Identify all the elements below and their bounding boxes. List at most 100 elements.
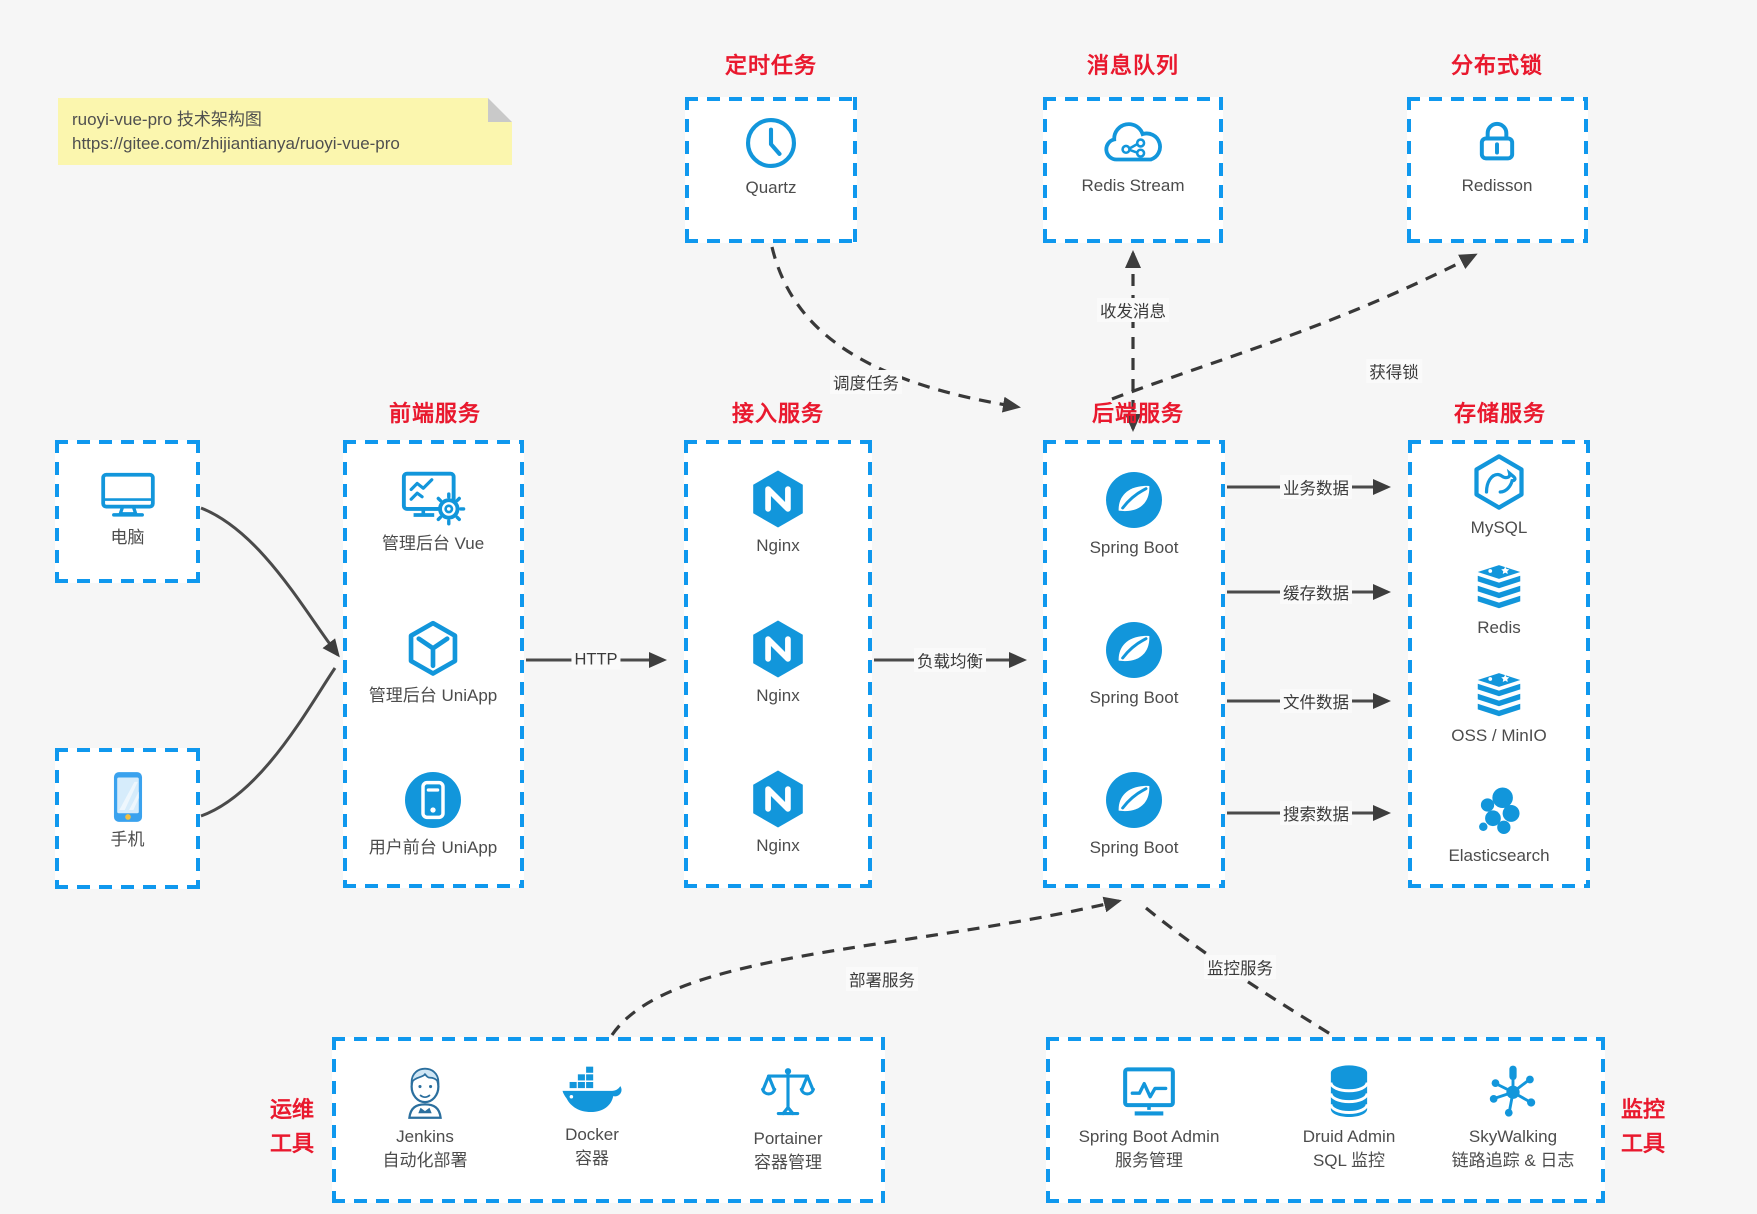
node-quartz: Quartz	[686, 114, 856, 199]
node-spring-2: Spring Boot	[1049, 618, 1219, 709]
title-storage: 存储服务	[1453, 401, 1547, 426]
node-label: OSS / MinIO	[1451, 726, 1547, 745]
title-scheduled-tasks: 定时任务	[724, 53, 818, 78]
node-druid-admin: Druid Admin SQL 监控	[1249, 1062, 1449, 1173]
portainer-icon	[759, 1064, 817, 1122]
node-portainer: Portainer 容器管理	[693, 1064, 883, 1175]
node-label-name: Jenkins	[396, 1127, 454, 1146]
druid-icon	[1322, 1062, 1376, 1120]
monitor-tools-panel	[1046, 1037, 1605, 1203]
node-label-name: Portainer	[753, 1129, 823, 1148]
title-message-queue: 消息队列	[1086, 53, 1180, 78]
docker-icon	[559, 1066, 625, 1118]
node-label-desc: 服务管理	[1115, 1151, 1183, 1170]
node-label: 手机	[110, 830, 145, 849]
spring-icon	[1102, 768, 1166, 832]
node-mysql: MySQL	[1414, 452, 1584, 539]
node-label: 电脑	[110, 528, 145, 547]
mysql-icon	[1469, 452, 1529, 512]
edge-label-search-data: 搜索数据	[1280, 801, 1352, 825]
node-label-desc: 链路追踪 & 日志	[1451, 1151, 1575, 1170]
node-label: 管理后台 UniApp	[368, 686, 498, 705]
desktop-icon	[97, 470, 159, 522]
edge-label-lock: 获得锁	[1366, 359, 1422, 383]
node-label: Spring Boot	[1089, 688, 1179, 707]
uniapp-cube-icon	[402, 618, 464, 680]
nginx-icon	[748, 618, 808, 680]
sba-icon	[1118, 1064, 1180, 1120]
label-ops-tools: 运维 工具	[261, 1093, 323, 1161]
edge-label-load-balance: 负载均衡	[914, 648, 986, 672]
storage-stack-icon	[1469, 670, 1529, 720]
node-label-desc: 容器管理	[754, 1153, 822, 1172]
clock-icon	[742, 114, 800, 172]
node-label: 用户前台 UniApp	[368, 838, 498, 857]
node-admin-vue: 管理后台 Vue	[348, 468, 518, 555]
edge-pc-to-frontend	[200, 506, 340, 658]
node-pc: 电脑	[55, 470, 200, 549]
edge-label-message: 收发消息	[1097, 298, 1169, 322]
label-monitor-line1: 监控	[1620, 1097, 1665, 1122]
lock-icon	[1469, 114, 1525, 170]
node-label: Elasticsearch	[1448, 846, 1550, 865]
node-nginx-3: Nginx	[693, 768, 863, 857]
node-label: Redisson	[1461, 176, 1533, 195]
edge-label-http: HTTP	[571, 650, 621, 670]
admin-vue-icon	[399, 468, 467, 528]
node-label: 管理后台 Vue	[381, 534, 485, 553]
node-redisson: Redisson	[1412, 114, 1582, 197]
sticky-note: ruoyi-vue-pro 技术架构图 https://gitee.com/zh…	[58, 98, 512, 165]
node-nginx-2: Nginx	[693, 618, 863, 707]
pc-panel	[55, 440, 200, 583]
edge-label-monitor: 监控服务	[1204, 955, 1276, 979]
nginx-icon	[748, 768, 808, 830]
edge-mobile-to-frontend	[200, 667, 337, 818]
title-access: 接入服务	[731, 401, 825, 426]
node-label: Spring Boot	[1089, 838, 1179, 857]
elasticsearch-icon	[1470, 782, 1528, 840]
title-backend: 后端服务	[1091, 401, 1185, 426]
edge-label-deploy: 部署服务	[846, 967, 918, 991]
node-label-name: Spring Boot Admin	[1078, 1127, 1220, 1146]
phone-icon	[106, 770, 150, 824]
node-docker: Docker 容器	[497, 1066, 687, 1171]
node-jenkins: Jenkins 自动化部署	[330, 1062, 520, 1173]
node-elasticsearch: Elasticsearch	[1414, 782, 1584, 867]
edge-label-file-data: 文件数据	[1280, 689, 1352, 713]
node-redis: Redis	[1414, 562, 1584, 639]
node-oss-minio: OSS / MinIO	[1414, 670, 1584, 747]
node-label: Nginx	[756, 836, 800, 855]
node-label-desc: 自动化部署	[382, 1151, 468, 1170]
user-app-icon	[401, 768, 465, 832]
node-label: Redis	[1477, 618, 1521, 637]
node-label: Spring Boot	[1089, 538, 1179, 557]
jenkins-icon	[398, 1062, 452, 1120]
node-spring-3: Spring Boot	[1049, 768, 1219, 859]
skywalking-icon	[1484, 1062, 1542, 1120]
edge-label-business-data: 业务数据	[1280, 475, 1352, 499]
node-label: MySQL	[1470, 518, 1528, 537]
node-skywalking: SkyWalking 链路追踪 & 日志	[1413, 1062, 1613, 1173]
redisson-panel	[1407, 97, 1588, 243]
title-frontend: 前端服务	[388, 401, 482, 426]
cloud-stream-icon	[1100, 116, 1166, 170]
edge-label-cache-data: 缓存数据	[1280, 580, 1352, 604]
node-label-desc: 容器	[575, 1149, 609, 1168]
node-label: Redis Stream	[1081, 176, 1185, 195]
node-label: Nginx	[756, 536, 800, 555]
node-nginx-1: Nginx	[693, 468, 863, 557]
spring-icon	[1102, 618, 1166, 682]
label-ops-line2: 工具	[269, 1131, 314, 1156]
edge-label-schedule: 调度任务	[830, 370, 902, 394]
ops-tools-panel	[332, 1037, 885, 1203]
label-ops-line1: 运维	[269, 1097, 314, 1122]
node-redis-stream: Redis Stream	[1048, 116, 1218, 197]
node-label: Quartz	[745, 178, 797, 197]
note-fold-corner	[488, 98, 512, 122]
redis-stream-panel	[1043, 97, 1223, 243]
node-label: Nginx	[756, 686, 800, 705]
storage-panel	[1408, 440, 1590, 888]
title-distributed-lock: 分布式锁	[1450, 53, 1544, 78]
node-spring-boot-admin: Spring Boot Admin 服务管理	[1049, 1064, 1249, 1173]
